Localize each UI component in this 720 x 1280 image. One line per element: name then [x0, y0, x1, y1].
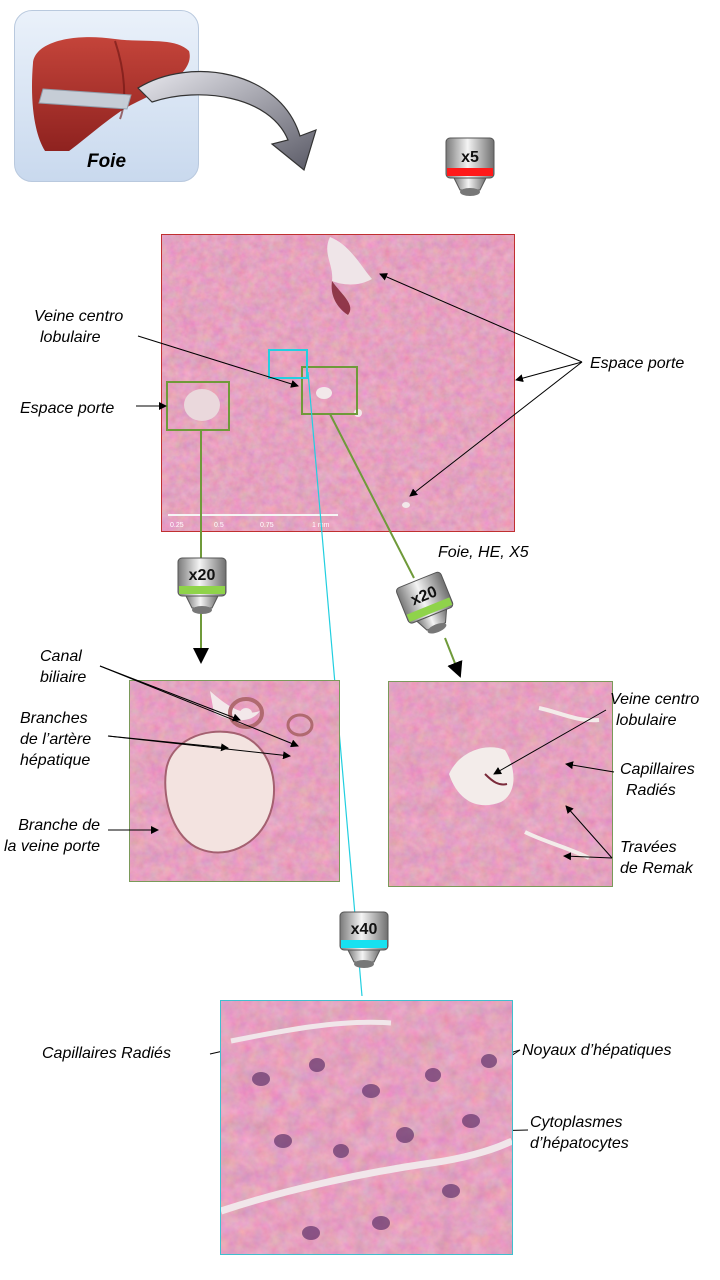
- overview-caption: Foie, HE, X5: [438, 544, 529, 561]
- label-capillaires-radies: Capillaires Radiés: [42, 1045, 171, 1062]
- label-portal-left: Espace porte: [20, 400, 115, 417]
- scale-tick: 0.25: [170, 522, 184, 529]
- objective-band: [447, 168, 493, 176]
- organ-title: Foie: [86, 151, 127, 172]
- objective-x40: x40: [338, 910, 390, 970]
- objective-x5-label: x5: [461, 149, 479, 166]
- zoom-box-lobule: [301, 366, 358, 415]
- liver-icon: [31, 37, 190, 151]
- zoom-box-high: [268, 349, 308, 379]
- high-mag-image: [220, 1000, 513, 1255]
- objective-band: [341, 940, 387, 948]
- objective-x5: x5: [444, 136, 496, 200]
- label-noyaux: Noyaux d’hépatiques: [522, 1042, 672, 1059]
- objective-x20-left: x20: [176, 556, 228, 616]
- objective-band: [406, 597, 453, 623]
- label-portal-right: Espace porte: [590, 355, 685, 372]
- curved-arrow: [137, 70, 317, 172]
- scale-tick: 0.5: [214, 522, 224, 529]
- objective-x20-label: x20: [189, 567, 216, 584]
- lobule-image: [388, 681, 613, 887]
- objective-x20-right: x20: [393, 568, 464, 643]
- objective-band: [179, 586, 225, 594]
- objective-x40-label: x40: [351, 921, 378, 938]
- zoom-box-portal: [166, 381, 230, 431]
- scale-tick: 0.75: [260, 522, 274, 529]
